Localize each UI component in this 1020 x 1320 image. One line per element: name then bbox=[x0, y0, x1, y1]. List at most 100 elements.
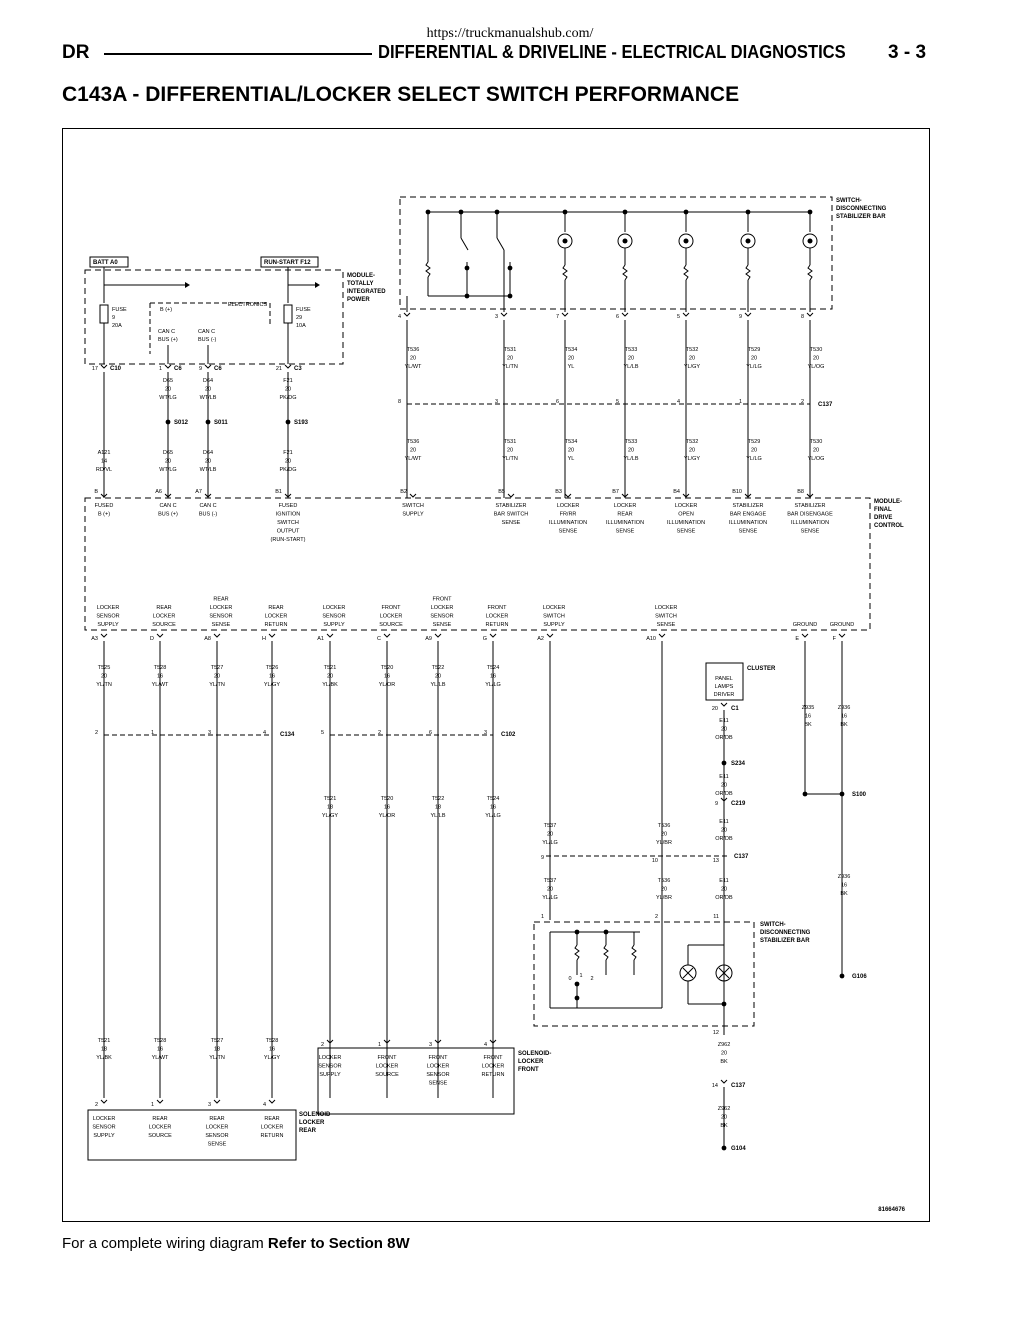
wire-code: YL/WT bbox=[405, 364, 422, 370]
wire-code: 20 bbox=[661, 832, 667, 838]
wire-code: D65 bbox=[163, 378, 173, 384]
pin-label: A10 bbox=[646, 636, 656, 642]
figure-id: 81664676 bbox=[878, 1207, 905, 1213]
connector-pin bbox=[100, 1099, 108, 1104]
splice-s193-label: S193 bbox=[294, 420, 309, 426]
pin-label: 9 bbox=[739, 314, 742, 320]
wire-code: 20 bbox=[214, 674, 220, 680]
pin-label: 1 bbox=[739, 399, 742, 405]
wire-code: OR/DB bbox=[715, 836, 733, 842]
pin-label: 4 bbox=[677, 399, 680, 405]
module-fdc-label: DRIVE bbox=[874, 515, 892, 521]
wire-code: YL/LB bbox=[431, 813, 446, 819]
connector-pin bbox=[682, 312, 690, 317]
module-pin-function: SOURCE bbox=[152, 622, 176, 628]
pin-label: 1 bbox=[151, 730, 154, 736]
wire-code: 16 bbox=[269, 674, 275, 680]
connector-pin bbox=[621, 493, 629, 498]
wire-code: 16 bbox=[490, 674, 496, 680]
wire-code: 20 bbox=[751, 448, 757, 454]
connector-pin bbox=[489, 1039, 497, 1044]
switch-bar-bottom-box bbox=[533, 921, 755, 1027]
pin-label: A3 bbox=[91, 636, 98, 642]
wire-code: T528 bbox=[154, 1038, 167, 1044]
solenoid-pin-function: REAR bbox=[152, 1116, 167, 1122]
fuse-right-label: 10A bbox=[296, 323, 306, 329]
module-pin-function: B (+) bbox=[98, 512, 110, 518]
module-pin-function: FR/RR bbox=[560, 512, 577, 518]
wire-code: Z936 bbox=[838, 874, 851, 880]
resistor-symbol bbox=[745, 264, 751, 281]
module-pin-function: SENSOR bbox=[209, 614, 232, 620]
module-power-label: POWER bbox=[347, 297, 370, 303]
module-pin-function: SENSOR bbox=[96, 614, 119, 620]
wire-code: 20 bbox=[410, 448, 416, 454]
ground-g106-label: G106 bbox=[852, 974, 867, 980]
wire-code: 20 bbox=[507, 356, 513, 362]
wire-code: T533 bbox=[625, 439, 638, 445]
module-pin-function: LOCKER bbox=[557, 503, 580, 509]
cluster-box bbox=[705, 662, 744, 701]
wire-code: YL/BR bbox=[656, 840, 672, 846]
wire-code: 20 bbox=[721, 727, 727, 733]
splice-dot bbox=[603, 929, 609, 935]
connector-pin bbox=[658, 633, 666, 638]
source-url[interactable]: https://truckmanualshub.com/ bbox=[426, 26, 594, 41]
fuse-left-label: FUSE bbox=[112, 307, 127, 313]
module-pin-function: SWITCH bbox=[655, 614, 677, 620]
connector-pin bbox=[100, 364, 108, 369]
module-pin-function: GROUND bbox=[793, 622, 817, 628]
connector-pin bbox=[621, 312, 629, 317]
wire-code: 20 bbox=[101, 674, 107, 680]
pin-label: B bbox=[94, 489, 98, 495]
wire-code: E11 bbox=[719, 878, 728, 884]
fuse-left-symbol bbox=[99, 304, 109, 324]
module-power-label: INTEGRATED bbox=[347, 289, 386, 295]
wire-code: 20 bbox=[689, 448, 695, 454]
module-pin-function: SWITCH bbox=[402, 503, 424, 509]
switch-bar-top-box bbox=[399, 196, 833, 310]
pin-label: A9 bbox=[425, 636, 432, 642]
connector-c10: C10 bbox=[110, 366, 122, 372]
pin-label: 6 bbox=[429, 730, 432, 736]
wire-code: 20 bbox=[165, 459, 171, 465]
footer-reference[interactable]: Refer to Section 8W bbox=[267, 1235, 410, 1252]
page-number: 3 - 3 bbox=[888, 42, 927, 63]
module-pin-function: LOCKER bbox=[655, 605, 678, 611]
wire-code: 20 bbox=[285, 459, 291, 465]
lamp-center bbox=[562, 238, 568, 244]
wire-code: T529 bbox=[748, 439, 761, 445]
switch-bar-top-label: SWITCH- bbox=[836, 198, 862, 204]
pin-label: B4 bbox=[673, 489, 680, 495]
module-pin-function: BAR DISENGAGE bbox=[787, 512, 833, 518]
pin-label: 4 bbox=[263, 730, 266, 736]
connector-pin bbox=[744, 312, 752, 317]
wire-code: YL/GY bbox=[322, 813, 339, 819]
wire-code: T521 bbox=[324, 665, 337, 671]
solenoid-pin-function: FRONT bbox=[429, 1055, 449, 1061]
pin-label: B3 bbox=[555, 489, 562, 495]
module-pin-function: SWITCH bbox=[277, 520, 299, 526]
pin-label: A8 bbox=[204, 636, 211, 642]
ground-g104 bbox=[721, 1145, 727, 1151]
connector-c1: C1 bbox=[731, 706, 739, 712]
wire-code: YL/LG bbox=[485, 682, 501, 688]
connector-pin bbox=[806, 312, 814, 317]
connector-pin bbox=[164, 493, 172, 498]
wire-code: RD/VL bbox=[96, 467, 112, 473]
wire-code: PK/DG bbox=[279, 467, 296, 473]
wire-code: YL/LG bbox=[746, 456, 762, 462]
module-pin-function: CAN C bbox=[159, 503, 176, 509]
module-pin-function: BUS (-) bbox=[199, 512, 218, 518]
connector-pin bbox=[744, 493, 752, 498]
module-pin-function: SENSE bbox=[657, 622, 676, 628]
wire-code: 20 bbox=[721, 783, 727, 789]
pin-label: B7 bbox=[612, 489, 619, 495]
pin-label: 13 bbox=[713, 858, 719, 864]
module-pin-function: SENSE bbox=[502, 520, 521, 526]
pin-label: 2 bbox=[321, 1042, 324, 1048]
pin-label: 1 bbox=[159, 366, 162, 372]
wire-code: YL bbox=[568, 456, 575, 462]
wire-code: BK bbox=[840, 891, 848, 897]
